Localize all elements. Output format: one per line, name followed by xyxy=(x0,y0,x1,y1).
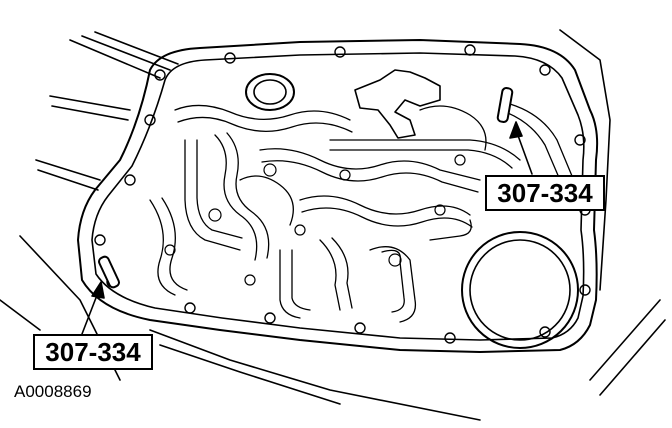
callout-arrow-left xyxy=(81,281,105,335)
figure-id: A0008869 xyxy=(14,382,92,401)
alignment-pin-left xyxy=(98,255,120,289)
detent-lever xyxy=(354,69,441,139)
accumulator-bore xyxy=(461,231,579,349)
tool-callout-left: 307-334 xyxy=(33,334,153,370)
housing-lines xyxy=(0,29,666,421)
plate-inner-edge xyxy=(91,52,585,341)
callout-arrow-right xyxy=(509,121,533,175)
fluid-passages xyxy=(149,103,573,323)
alignment-pin-right xyxy=(496,87,514,123)
tool-callout-right: 307-334 xyxy=(485,175,605,211)
plate-outline xyxy=(77,39,599,353)
servo-bore xyxy=(245,73,295,111)
